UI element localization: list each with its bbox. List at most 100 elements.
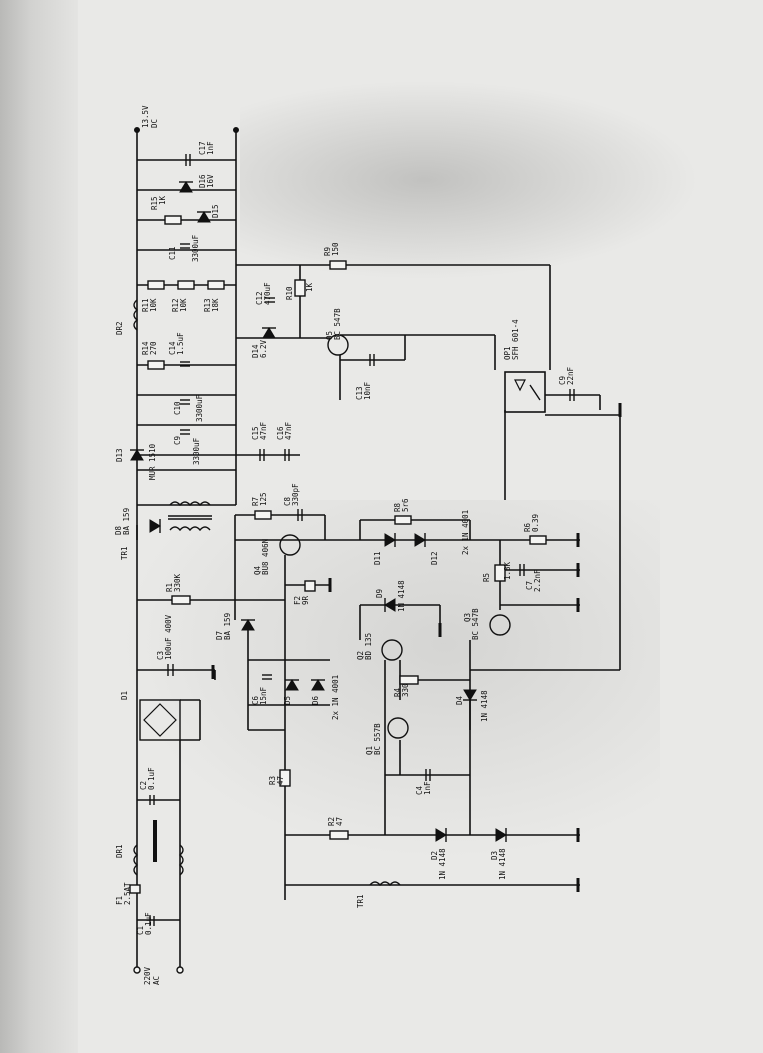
inductor-tr1-sense <box>369 881 401 887</box>
component-value: 9R <box>301 595 310 605</box>
resistor-r14 <box>147 360 165 370</box>
component-id: D3 <box>490 851 499 860</box>
component-id: C17 <box>198 141 207 155</box>
component-value: 2.5AT <box>123 882 132 905</box>
capacitor-c11 <box>180 243 190 249</box>
capacitor-c3 <box>167 664 174 676</box>
component-value: 16V <box>206 174 215 188</box>
component-value: 330pF <box>291 483 300 506</box>
component-value: BU8 406N <box>261 539 270 575</box>
scan-edge-shadow <box>0 0 78 1053</box>
resistor-r4 <box>399 675 419 685</box>
diode-d3 <box>495 828 507 842</box>
capacitor-c2 <box>149 795 155 805</box>
component-id: C10 <box>173 401 182 415</box>
component-value: 0.1uF <box>147 767 156 790</box>
capacitor-c4 <box>425 769 431 781</box>
component-id: D2 <box>430 851 439 860</box>
component-value: SFH 601-4 <box>511 319 520 360</box>
component-value: 5r6 <box>401 498 410 512</box>
component-id: Q3 <box>463 613 472 622</box>
component-value: 270 <box>149 341 158 355</box>
resistor-r10 <box>294 279 306 297</box>
component-id: Q5 <box>325 331 334 340</box>
component-id: C13 <box>355 386 364 400</box>
top-labels: 13.5V DC <box>141 105 159 128</box>
resistor-r7 <box>254 510 272 520</box>
ground-stubs <box>211 403 622 892</box>
component-symbols <box>129 154 575 926</box>
component-id: D6 <box>311 695 320 705</box>
component-value: 15nF <box>259 686 268 705</box>
component-id: TR1 <box>120 546 129 560</box>
diode-d7 <box>241 619 255 631</box>
component-id: R4 <box>393 687 402 697</box>
diode-d2 <box>435 828 447 842</box>
scan-smudge <box>240 80 700 280</box>
component-value: 3300uF <box>191 234 200 262</box>
bridge-rectifier-d1 <box>139 699 181 741</box>
resistor-r13 <box>207 280 225 290</box>
component-id: C6 <box>251 695 260 705</box>
component-value: 3300uF <box>195 394 204 422</box>
fuse-f1 <box>129 884 141 894</box>
component-value: 1K <box>305 282 314 292</box>
component-id: R11 <box>141 298 150 312</box>
component-id: F2 <box>293 596 302 605</box>
component-id: D13 <box>115 448 124 462</box>
component-id: D12 <box>430 551 439 565</box>
capacitor-c14 <box>180 361 190 367</box>
component-id: R9 <box>323 247 332 256</box>
capacitor-c13 <box>369 354 375 366</box>
component-value: 47nF <box>259 421 268 440</box>
component-id: C9 <box>173 436 182 445</box>
diode-d4 <box>463 689 477 701</box>
diode-d16 <box>179 181 193 193</box>
resistor-r2 <box>329 830 349 840</box>
component-value: 10K <box>149 298 158 312</box>
component-value: 10nF <box>363 381 372 400</box>
component-id: R7 <box>251 497 260 506</box>
component-value: 1N 4148 <box>438 848 447 880</box>
dc-terminal-minus <box>134 127 140 133</box>
component-id: R13 <box>203 298 212 312</box>
component-value: 47 <box>276 776 285 785</box>
component-id: Q2 <box>356 651 365 660</box>
component-id: Q4 <box>253 565 262 575</box>
ac-terminal-1 <box>133 966 141 974</box>
component-id: DR2 <box>115 321 124 335</box>
component-value: BC 547B <box>333 308 342 340</box>
component-id: D15 <box>211 204 220 218</box>
diode-d8 <box>149 519 161 533</box>
component-id: D1 <box>120 691 129 700</box>
component-id: R1 <box>165 583 174 592</box>
optocoupler-op1 <box>504 371 546 413</box>
component-id: C12 <box>255 291 264 305</box>
diode-d9 <box>384 598 396 612</box>
component-id: D9 <box>375 589 384 598</box>
component-id: D11 <box>373 551 382 565</box>
scan-smudge <box>120 500 660 860</box>
resistor-r9 <box>329 260 347 270</box>
component-id: R14 <box>141 341 150 355</box>
component-id: C2 <box>139 781 148 790</box>
resistor-f2 <box>304 580 316 592</box>
component-value: 2.2nF <box>533 569 542 592</box>
component-id: C8 <box>283 496 292 506</box>
component-labels: F1 2.5AT C1 0.1uF DR1 C2 0.1uF D1 C3 100… <box>114 141 575 935</box>
component-value: BA 159 <box>223 613 232 640</box>
diode-d5 <box>285 679 299 691</box>
component-id: R8 <box>393 502 402 512</box>
component-value: BA 159 <box>122 508 131 535</box>
component-id: C4 <box>415 785 424 795</box>
capacitor-c10 <box>180 399 190 405</box>
component-id: D8 <box>114 525 123 535</box>
diode-d13 <box>130 449 144 461</box>
component-value: 150 <box>331 242 340 256</box>
component-value: 1N 4148 <box>397 580 406 612</box>
dc-type-label: DC <box>150 119 159 128</box>
dc-terminal-plus <box>233 127 239 133</box>
ac-terminal-2 <box>176 966 184 974</box>
